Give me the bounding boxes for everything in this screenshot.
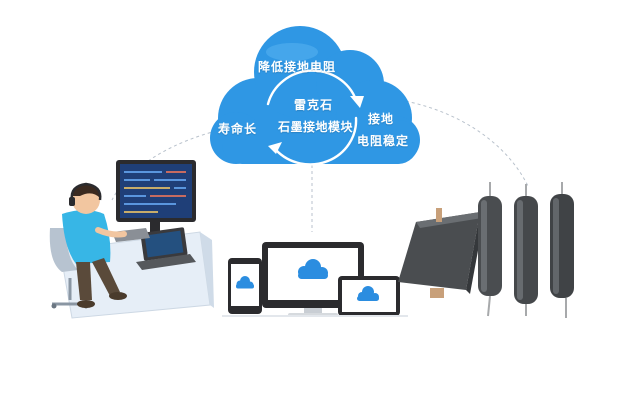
label-long-life: 寿命长	[218, 122, 258, 136]
label-product-brand: 雷克石	[294, 98, 334, 112]
label-stable-resistance-line1: 接地	[368, 112, 395, 126]
graphite-grounding-module-icon	[398, 182, 574, 318]
label-stable-resistance-line2: 电阻稳定	[357, 134, 410, 148]
label-lower-resistance: 降低接地电阻	[258, 60, 337, 74]
cycle-arrows-icon	[266, 69, 364, 166]
monitor-tablet-phone-icon	[222, 242, 408, 317]
label-product-name: 石墨接地模块	[278, 120, 354, 134]
dashed-link-right	[399, 99, 529, 187]
engineer-at-workstation-icon	[49, 160, 214, 319]
